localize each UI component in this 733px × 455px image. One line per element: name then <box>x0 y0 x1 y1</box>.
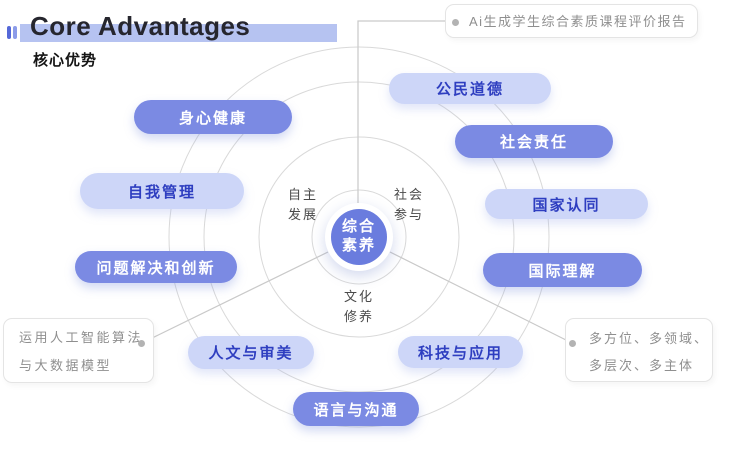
ring-4 <box>168 46 550 428</box>
pill-physical-mental-health: 身心健康 <box>134 100 292 134</box>
ring-1 <box>311 189 407 285</box>
bullet-dot-icon <box>452 19 459 26</box>
callout-ai-algorithms-line1: 运用人工智能算法 <box>19 330 144 345</box>
pill-social-responsibility: 社会责任 <box>455 125 613 158</box>
pill-problem-solving-innovation: 问题解决和创新 <box>75 251 237 283</box>
pill-international-understanding: 国际理解 <box>483 253 642 287</box>
connector-right <box>389 251 571 343</box>
bullet-dot-icon <box>138 340 145 347</box>
callout-multi-dimension-line1: 多方位、多领域、 <box>589 331 710 346</box>
bullet-dot-icon <box>569 340 576 347</box>
connector-left <box>143 251 329 343</box>
center-label-line1: 综合 <box>341 218 376 236</box>
title-accent-bar <box>7 26 11 39</box>
sector-label-social-participation: 社会 参与 <box>393 187 424 223</box>
center-label-line2: 素养 <box>341 237 376 254</box>
center-circle: 综合 素养 <box>331 209 387 265</box>
pill-self-management: 自我管理 <box>80 173 244 209</box>
center-circle-halo: 综合 素养 <box>325 203 393 271</box>
callout-ai-report: Ai生成学生综合素质课程评价报告 <box>445 4 698 38</box>
title-highlight-band <box>20 24 337 42</box>
pill-language-communication: 语言与沟通 <box>293 392 419 426</box>
sector-label-self-development: 自主 发展 <box>287 187 318 223</box>
page-title: Core Advantages <box>30 11 251 41</box>
ring-2 <box>258 136 460 338</box>
pill-technology-application: 科技与应用 <box>398 336 523 368</box>
callout-ai-report-text: Ai生成学生综合素质课程评价报告 <box>469 14 687 29</box>
sector-label-cultural-cultivation: 文化 修养 <box>343 289 374 325</box>
pill-civic-morality: 公民道德 <box>389 73 551 104</box>
pill-national-identity: 国家认同 <box>485 189 648 219</box>
connector-top <box>357 20 453 203</box>
title-accent-bar <box>13 26 17 39</box>
pill-humanities-aesthetics: 人文与审美 <box>188 336 314 369</box>
page-subtitle: 核心优势 <box>33 52 98 69</box>
callout-multi-dimension: 多方位、多领域、 多层次、多主体 <box>565 318 713 382</box>
callout-ai-algorithms-line2: 与大数据模型 <box>19 358 113 373</box>
callout-ai-algorithms: 运用人工智能算法 与大数据模型 <box>3 318 154 383</box>
callout-multi-dimension-line2: 多层次、多主体 <box>589 358 695 373</box>
